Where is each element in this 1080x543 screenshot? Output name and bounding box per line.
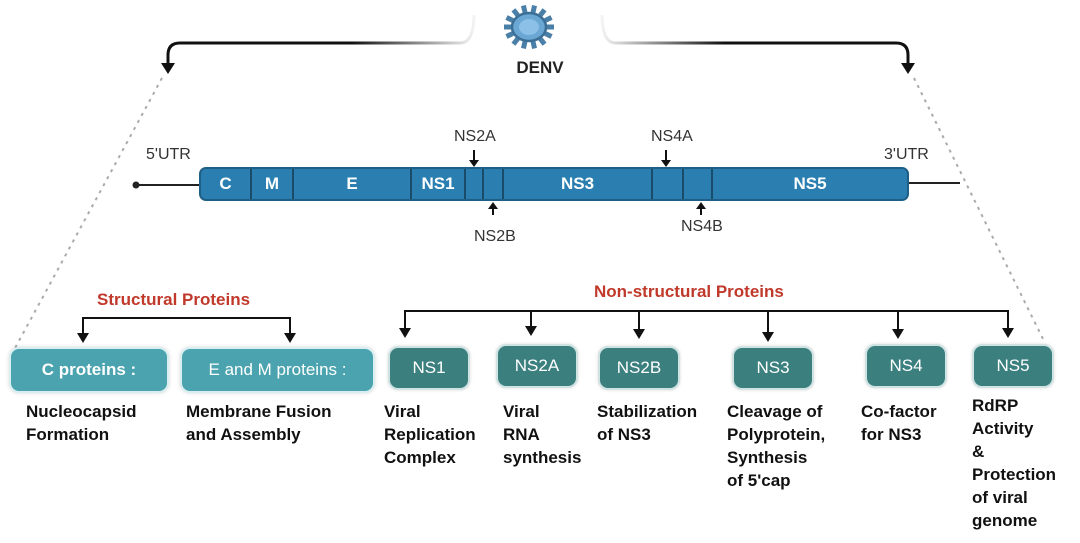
genome-5-end (132, 181, 140, 189)
structural-tree (82, 317, 291, 335)
virus-spike (544, 31, 553, 39)
ns4-box: NS4 (865, 344, 947, 388)
marker-ns2a: NS2A (454, 128, 496, 145)
ns2b-box: NS2B (598, 346, 680, 390)
virus-spike (538, 8, 547, 17)
utr3-label: 3'UTR (884, 146, 929, 163)
virus-spike (504, 24, 511, 30)
segment-ns3: NS3 (560, 174, 595, 193)
utr5-label: 5'UTR (146, 146, 191, 163)
marker-ns2b: NS2B (474, 228, 516, 245)
segment-c: C (219, 174, 232, 193)
segment-ns1: NS1 (421, 174, 455, 193)
right-top-arrow (600, 14, 910, 66)
segment-e: E (346, 174, 358, 193)
virus-spike (511, 8, 520, 17)
virus-spike (547, 24, 554, 30)
segment-m: M (264, 174, 280, 193)
nonstructural-title: Non-structural Proteins (594, 282, 784, 301)
segment-ns5: NS5 (793, 174, 827, 193)
nonstructural-tree (404, 310, 1009, 329)
left-dotted-line (13, 77, 163, 351)
marker-ns4b: NS4B (681, 218, 723, 235)
ns1-box: NS1 (388, 346, 470, 390)
virus-spike (530, 4, 538, 13)
virus-spike (520, 4, 528, 13)
virus-icon (504, 4, 554, 50)
genome-bar (199, 167, 909, 201)
virus-label: DENV (516, 58, 564, 77)
left-top-arrowhead (161, 63, 175, 74)
virus-spike (544, 15, 553, 23)
right-top-arrowhead (901, 63, 915, 74)
left-top-arrow (166, 14, 476, 66)
virus-spike (520, 41, 528, 50)
ns5-box: NS5 (972, 344, 1054, 388)
structural-title: Structural Proteins (97, 290, 251, 309)
virus-spike (505, 15, 514, 23)
ns2a-box: NS2A (496, 344, 578, 388)
virus-spike (530, 41, 538, 50)
virus-spike (538, 37, 547, 46)
e-m-proteins-box: E and M proteins : (180, 347, 375, 393)
virus-spike (505, 31, 514, 39)
c-proteins-box: C proteins : (9, 347, 169, 393)
marker-ns4a: NS4A (651, 128, 693, 145)
virus-spike (511, 37, 520, 46)
right-dotted-line (913, 77, 1046, 344)
ns3-box: NS3 (732, 346, 814, 390)
